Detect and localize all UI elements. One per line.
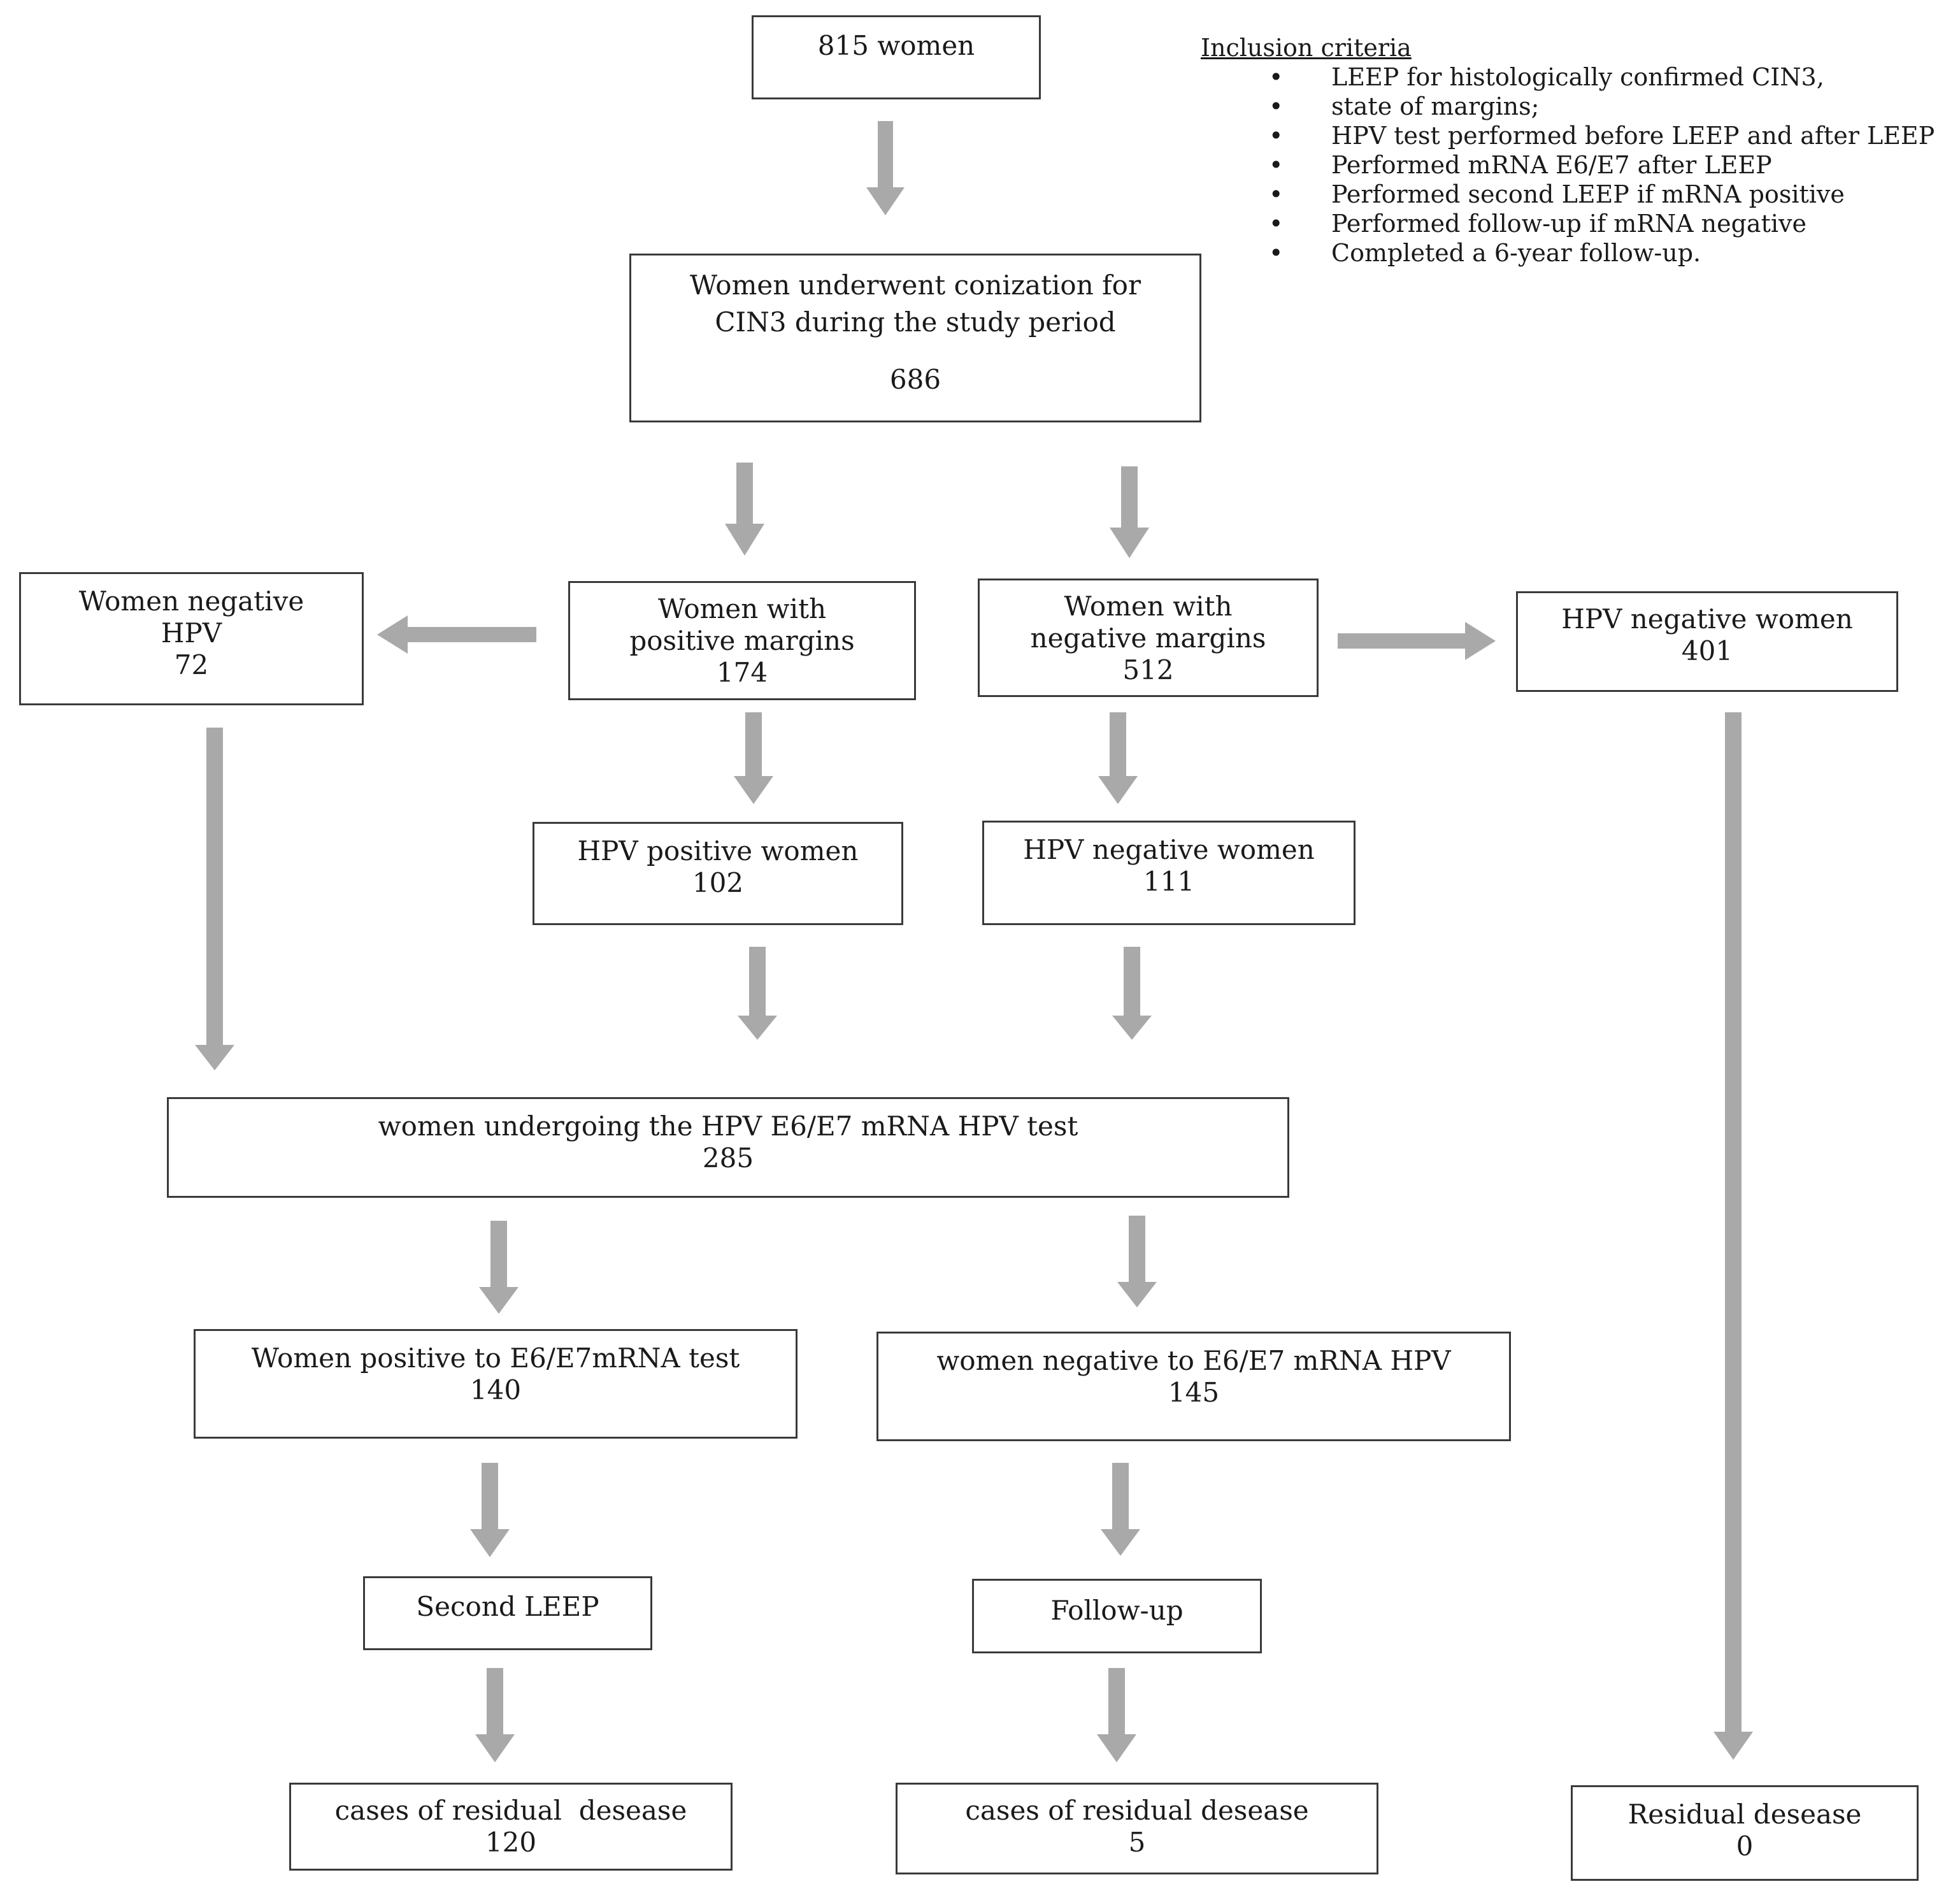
box-negative-margins: Women with negative margins 512 xyxy=(978,579,1319,697)
box-title: women undergoing the HPV E6/E7 mRNA HPV … xyxy=(378,1111,1078,1142)
inclusion-criteria: Inclusion criteria LEEP for histological… xyxy=(1201,33,1952,268)
arrow-down-right-long xyxy=(1713,712,1753,1760)
criteria-list: LEEP for histologically confirmed CIN3, … xyxy=(1201,62,1952,268)
criteria-item: LEEP for histologically confirmed CIN3, xyxy=(1201,62,1952,92)
arrow-down-to-residual-120 xyxy=(475,1668,515,1762)
box-count: 72 xyxy=(174,649,209,680)
box-title: Women with positive margins xyxy=(629,593,855,656)
criteria-item: HPV test performed before LEEP and after… xyxy=(1201,121,1952,150)
criteria-item: Completed a 6-year follow-up. xyxy=(1201,238,1952,268)
box-mrna-positive: Women positive to E6/E7mRNA test 140 xyxy=(194,1329,798,1439)
box-count: 111 xyxy=(1143,866,1195,897)
box-count: 174 xyxy=(716,657,768,688)
box-count: 102 xyxy=(692,867,744,898)
box-title: cases of residual desease xyxy=(334,1795,687,1826)
arrow-right-to-hpv-negative-401 xyxy=(1338,622,1496,660)
box-815-women: 815 women xyxy=(752,15,1041,99)
arrow-down-from-hpv-positive xyxy=(738,947,777,1040)
box-title: HPV negative women xyxy=(1561,603,1853,635)
box-mrna-negative: women negative to E6/E7 mRNA HPV 145 xyxy=(876,1332,1511,1441)
arrow-down-to-hpv-positive xyxy=(734,712,773,804)
box-count: 285 xyxy=(702,1142,754,1174)
arrow-down-to-follow-up xyxy=(1101,1463,1140,1556)
box-count: 401 xyxy=(1681,635,1733,666)
box-count: 0 xyxy=(1736,1830,1754,1862)
box-title: 815 women xyxy=(817,30,975,61)
arrow-down-815-to-conization xyxy=(866,121,905,215)
box-residual-5: cases of residual desease 5 xyxy=(896,1783,1378,1874)
box-second-leep: Second LEEP xyxy=(363,1576,652,1650)
box-hpv-negative-111: HPV negative women 111 xyxy=(982,821,1356,925)
box-title: HPV negative women xyxy=(1023,834,1315,865)
box-count: 120 xyxy=(485,1827,537,1858)
box-count: 512 xyxy=(1122,654,1174,686)
box-mrna-test: women undergoing the HPV E6/E7 mRNA HPV … xyxy=(167,1097,1289,1198)
box-title: Women underwent conization for CIN3 duri… xyxy=(689,270,1141,338)
arrow-down-to-mrna-positive xyxy=(479,1221,519,1314)
criteria-heading: Inclusion criteria xyxy=(1201,34,1412,62)
box-title: Women negative HPV xyxy=(78,586,304,649)
arrow-down-to-positive-margins xyxy=(725,463,764,556)
box-hpv-negative-401: HPV negative women 401 xyxy=(1516,591,1898,692)
box-title: Women with negative margins xyxy=(1030,591,1266,654)
arrow-left-to-negative-hpv xyxy=(377,615,536,654)
arrow-down-to-residual-5 xyxy=(1097,1668,1136,1762)
box-title: HPV positive women xyxy=(577,835,859,866)
arrow-down-to-negative-margins xyxy=(1110,466,1149,558)
arrow-down-to-second-leep xyxy=(470,1463,510,1557)
arrow-down-to-mrna-negative xyxy=(1117,1216,1157,1307)
box-residual-0: Residual desease 0 xyxy=(1571,1785,1919,1881)
arrow-down-to-hpv-negative-111 xyxy=(1098,712,1138,804)
box-title: cases of residual desease xyxy=(965,1795,1309,1826)
box-title: Follow-up xyxy=(1050,1595,1184,1626)
box-positive-margins: Women with positive margins 174 xyxy=(568,581,916,700)
box-women-negative-hpv: Women negative HPV 72 xyxy=(19,572,364,705)
box-hpv-positive: HPV positive women 102 xyxy=(533,822,903,925)
arrow-down-left-long xyxy=(195,728,234,1070)
box-count: 140 xyxy=(469,1374,522,1406)
box-title: Women positive to E6/E7mRNA test xyxy=(251,1342,740,1374)
criteria-item: Performed mRNA E6/E7 after LEEP xyxy=(1201,150,1952,180)
box-title: Second LEEP xyxy=(416,1591,599,1622)
box-follow-up: Follow-up xyxy=(972,1579,1262,1653)
criteria-item: Performed second LEEP if mRNA positive xyxy=(1201,180,1952,209)
criteria-item: Performed follow-up if mRNA negative xyxy=(1201,209,1952,238)
arrow-down-from-hpv-negative-111 xyxy=(1112,947,1152,1040)
box-count: 686 xyxy=(889,364,941,395)
box-title: Residual desease xyxy=(1627,1799,1862,1830)
box-count: 145 xyxy=(1168,1377,1220,1408)
box-conization: Women underwent conization for CIN3 duri… xyxy=(629,254,1201,422)
box-title: women negative to E6/E7 mRNA HPV xyxy=(936,1345,1451,1376)
box-residual-120: cases of residual desease 120 xyxy=(289,1783,733,1871)
box-count: 5 xyxy=(1128,1827,1146,1858)
criteria-item: state of margins; xyxy=(1201,92,1952,121)
